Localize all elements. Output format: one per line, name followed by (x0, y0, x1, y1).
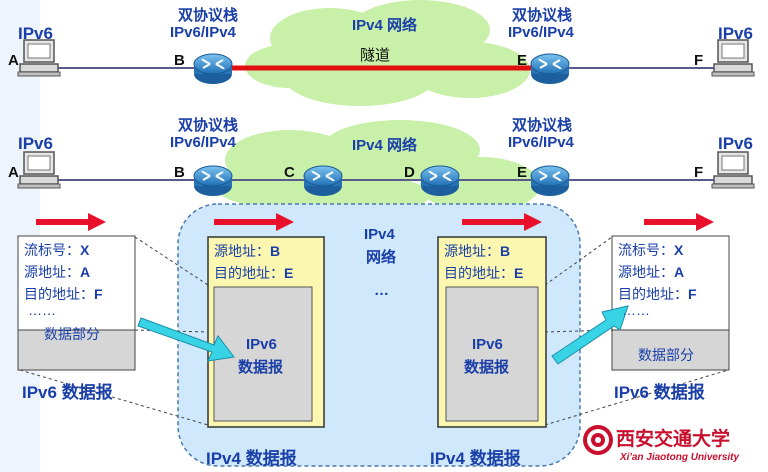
more-fields: …… (622, 302, 650, 318)
inner-datagram-label: IPv6 (246, 336, 277, 353)
university-seal-icon (583, 425, 613, 455)
node-label: F (694, 52, 704, 69)
arrow-icon (214, 213, 294, 231)
ipv4-network-label: 网络 (366, 249, 397, 266)
dst-address-field: 目的地址：E (214, 265, 294, 281)
node-label: D (404, 164, 415, 181)
ipv6-header-box (611, 235, 730, 331)
ellipsis: … (374, 282, 389, 299)
payload-label: 数据部分 (44, 326, 100, 342)
node-label: B (174, 52, 185, 69)
router-icon (530, 165, 570, 197)
dst-address-field: 目的地址：F (24, 286, 103, 302)
stack-label: 双协议栈 (178, 7, 239, 24)
node-label: A (8, 164, 19, 181)
router-icon (193, 165, 233, 197)
router-icon (530, 53, 570, 85)
arrow-icon (462, 213, 542, 231)
flow-label-field: 流标号：X (618, 242, 684, 258)
host-label: IPv6 (718, 24, 753, 43)
host-label: IPv6 (18, 134, 53, 153)
stack-label: IPv6/IPv4 (508, 134, 574, 151)
ipv4-datagram-caption: IPv4 数据报 (206, 449, 297, 468)
stack-label: 双协议栈 (512, 117, 573, 134)
stack-label: IPv6/IPv4 (170, 134, 236, 151)
ipv6-datagram-caption: IPv6 数据报 (22, 383, 113, 402)
src-address-field: 源地址：A (618, 264, 685, 280)
ipv6-header-box (17, 235, 136, 331)
inner-datagram-label: 数据报 (238, 359, 284, 376)
cloud-label: IPv4 网络 (352, 137, 418, 154)
src-address-field: 源地址：B (214, 243, 281, 259)
stack-label: 双协议栈 (178, 117, 239, 134)
node-label: E (517, 52, 528, 69)
dst-address-field: 目的地址：E (444, 265, 524, 281)
computer-icon (711, 151, 755, 189)
ipv6-payload-box (17, 329, 136, 371)
ipv4-datagram-caption: IPv4 数据报 (430, 449, 521, 468)
inner-datagram-label: IPv6 (472, 336, 503, 353)
node-label: F (694, 164, 704, 181)
flow-label-field: 流标号：X (24, 242, 90, 258)
stack-label: IPv6/IPv4 (508, 24, 574, 41)
more-fields: …… (28, 302, 56, 318)
arrow-icon (551, 305, 629, 365)
logo-name: 西安交通大学 (616, 428, 731, 450)
node-label: A (8, 52, 19, 69)
src-address-field: 源地址：B (444, 243, 511, 259)
computer-icon (17, 151, 61, 189)
ipv6-datagram-caption: IPv6 数据报 (614, 383, 705, 402)
ipv4-inner-box (445, 286, 539, 422)
logo-subtitle: Xi'an Jiaotong University (620, 452, 740, 463)
router-icon (193, 53, 233, 85)
computer-icon (711, 39, 755, 77)
ipv4-network-label: IPv4 (364, 226, 395, 243)
dst-address-field: 目的地址：F (618, 286, 697, 302)
stack-label: IPv6/IPv4 (170, 24, 236, 41)
arrow-icon (644, 213, 714, 231)
node-label: B (174, 164, 185, 181)
node-label: E (517, 164, 528, 181)
router-icon (303, 165, 343, 197)
stack-label: 双协议栈 (512, 7, 573, 24)
inner-datagram-label: 数据报 (464, 359, 510, 376)
cloud-label: IPv4 网络 (352, 17, 418, 34)
ipv6-payload-box (611, 329, 730, 371)
arrow-icon (137, 317, 235, 362)
computer-icon (17, 39, 61, 77)
cloud-icon (245, 0, 530, 106)
host-label: IPv6 (718, 134, 753, 153)
payload-label: 数据部分 (638, 347, 694, 363)
arrow-icon (36, 213, 106, 231)
host-label: IPv6 (18, 24, 53, 43)
src-address-field: 源地址：A (24, 264, 91, 280)
node-label: C (284, 164, 295, 181)
router-icon (420, 165, 460, 197)
tunnel-label: 隧道 (360, 47, 391, 64)
